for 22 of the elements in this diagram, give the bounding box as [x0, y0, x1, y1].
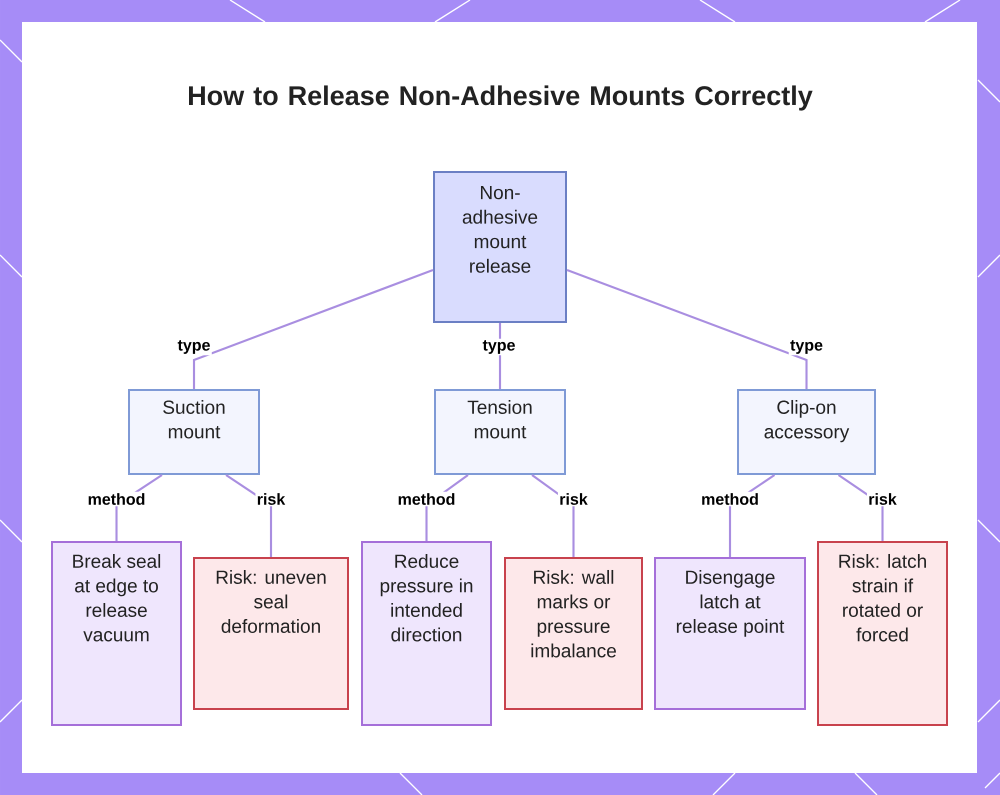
edge-label: method	[700, 492, 760, 506]
risk-box: Risk: uneven seal deformation	[193, 556, 349, 710]
connector	[566, 269, 808, 389]
edge-label: risk	[558, 492, 590, 506]
type-box: Tension mount	[434, 389, 566, 475]
edge-label: type	[176, 338, 212, 356]
title: How to Release Non-Adhesive Mounts Correctly	[189, 85, 813, 111]
type-box: Clip-on accessory	[737, 389, 876, 475]
method-box: Break seal at edge to release vacuum	[51, 541, 182, 726]
edge-label: method	[396, 492, 457, 506]
connector	[192, 269, 434, 389]
edge-label: risk	[255, 492, 287, 506]
risk-box: Risk: wall marks or pressure imbalance	[504, 556, 643, 710]
root-box: Non-adhesive mount release	[433, 171, 567, 323]
risk-box: Risk: latch strain if rotated or forced	[817, 541, 948, 726]
edge-label: type	[481, 338, 517, 356]
edge-label: risk	[866, 492, 898, 506]
edge-label: method	[86, 492, 147, 506]
edge-label: type	[788, 338, 824, 356]
method-box: Reduce pressure in intended direction	[361, 541, 492, 726]
method-box: Disengage latch at release point	[654, 556, 806, 710]
type-box: Suction mount	[128, 389, 260, 475]
